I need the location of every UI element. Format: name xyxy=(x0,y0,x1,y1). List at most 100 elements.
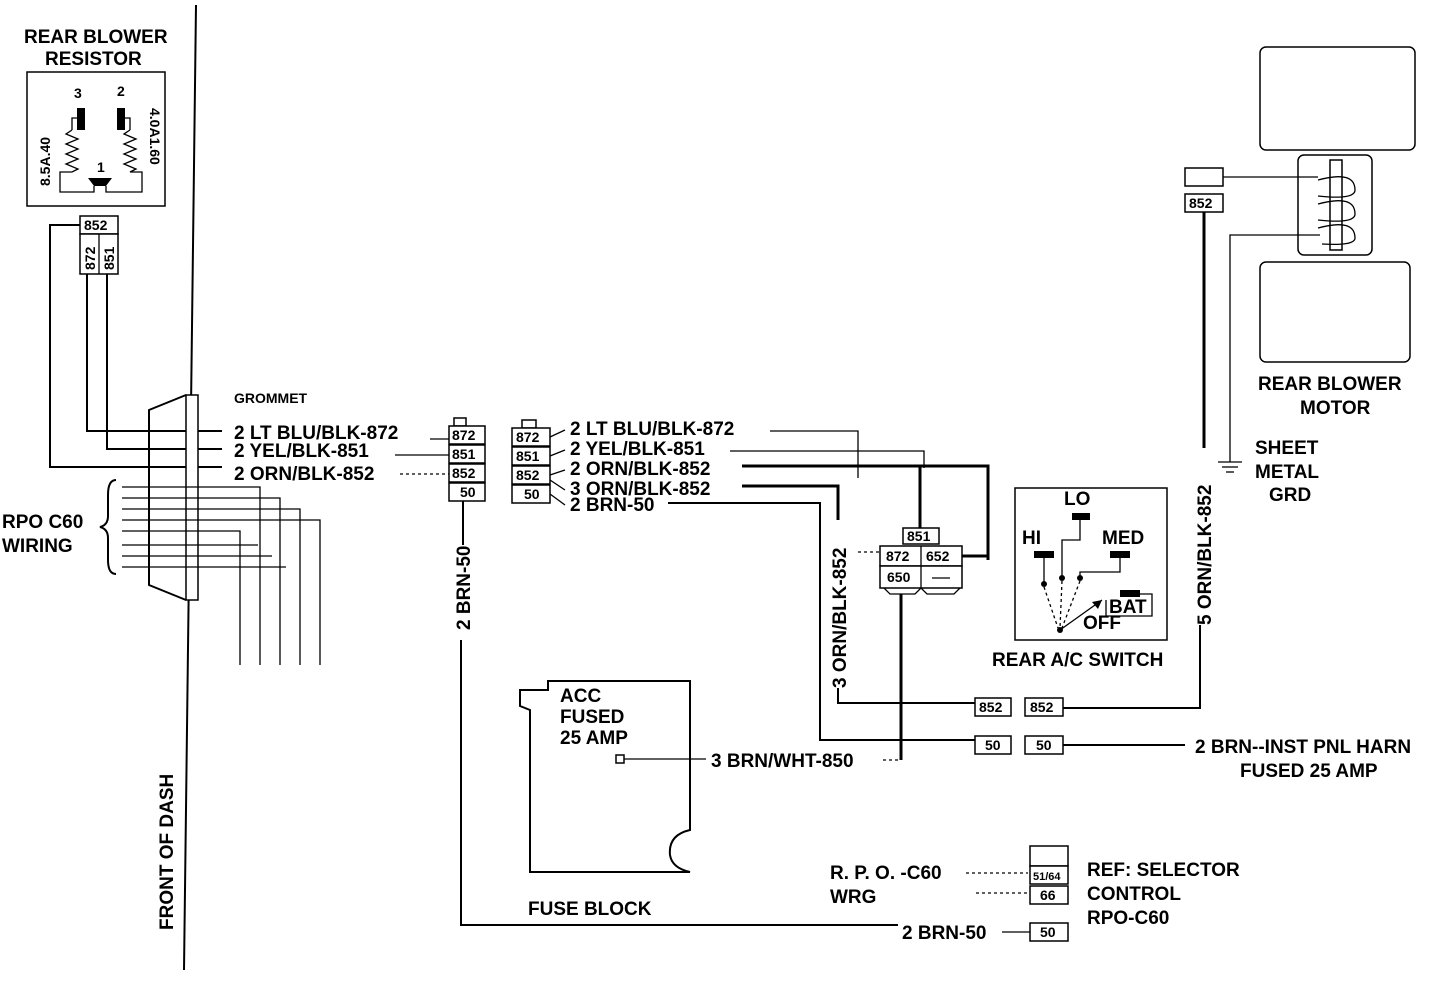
wire-852-right xyxy=(742,464,990,560)
left-connector-tab xyxy=(453,417,467,427)
right-wire-label-851: 2 YEL/BLK-851 xyxy=(570,439,705,460)
switch-pole-lo xyxy=(1059,575,1065,581)
fuse-feed-wire-label: 3 BRN/WHT-850 xyxy=(711,751,854,772)
switch-lo-lead xyxy=(1061,520,1081,578)
fuse-label-2: FUSED xyxy=(560,707,624,728)
motor-ground-wire xyxy=(1229,234,1320,462)
selector-conn-5164 xyxy=(1029,865,1069,885)
resistor-right-coil xyxy=(105,129,143,193)
motor-shaft xyxy=(1329,159,1343,251)
switch-pole-hi xyxy=(1041,581,1047,587)
left-conn-872-label: 872 xyxy=(452,427,476,443)
fuse-terminal xyxy=(615,754,625,764)
left-conn-872 xyxy=(448,425,486,445)
rpo-wire-4 xyxy=(122,519,321,665)
resistor-pin-1: 1 xyxy=(97,159,105,175)
wire-brn-50-right xyxy=(668,502,975,741)
right-wire-label-50: 2 BRN-50 xyxy=(570,495,654,516)
resistor-title-1: REAR BLOWER xyxy=(24,27,168,48)
motor-connector-852-label: 852 xyxy=(1189,195,1213,211)
fuse-block-label: FUSE BLOCK xyxy=(528,899,652,920)
wire-852-to-motor-bottom xyxy=(1063,625,1201,709)
block-851 xyxy=(902,527,940,545)
inst-panel-label-2: FUSED 25 AMP xyxy=(1240,761,1378,782)
right-lead-1 xyxy=(549,429,566,438)
right-conn-852-label: 852 xyxy=(516,467,540,483)
right-lead-5 xyxy=(549,493,566,506)
switch-bat-lead xyxy=(1105,593,1153,617)
resistor-left-rating: 8.5A.40 xyxy=(37,137,53,186)
right-conn-50-label: 50 xyxy=(524,486,540,502)
bottom-connectors: 852 852 50 50 xyxy=(974,697,1064,755)
block-851-label: 851 xyxy=(907,528,931,544)
front-of-dash-label: FRONT OF DASH xyxy=(157,774,178,930)
ground-label-1: SHEET xyxy=(1255,438,1319,459)
selector-ref-1: REF: SELECTOR xyxy=(1087,860,1240,881)
vertical-orn-3-label: 3 ORN/BLK-852 xyxy=(830,548,851,688)
switch-positions xyxy=(1043,580,1081,629)
rpo-wire-3 xyxy=(122,508,301,665)
switch-med-contact xyxy=(1110,551,1130,558)
bottom-conn-852-a xyxy=(974,697,1012,717)
resistor-terminal-1 xyxy=(88,178,112,186)
switch-hi-contact xyxy=(1034,551,1054,558)
fuse-label-1: ACC xyxy=(560,686,601,707)
right-connector-tab xyxy=(521,419,537,429)
resistor-connector: 852 872 851 xyxy=(79,215,119,275)
switch-med: MED xyxy=(1102,528,1144,549)
block-652-label: 652 xyxy=(926,548,950,564)
block-base xyxy=(883,587,961,595)
switch-title: REAR A/C SWITCH xyxy=(992,650,1163,671)
fuse-label-3: 25 AMP xyxy=(560,728,628,749)
switch-hi: HI xyxy=(1022,528,1041,549)
brn-vertical-label: 2 BRN-50 xyxy=(454,546,475,630)
resistor-terminal-2 xyxy=(117,108,125,130)
switch-pole-med xyxy=(1077,575,1083,581)
left-conn-852 xyxy=(448,463,486,483)
ground-label-2: METAL xyxy=(1255,462,1319,483)
fuse-block-outline xyxy=(519,680,691,873)
bottom-conn-852-a-label: 852 xyxy=(979,699,1003,715)
switch-box xyxy=(1014,487,1168,641)
resistor-right-lead xyxy=(121,117,131,130)
bottom-conn-50-b-label: 50 xyxy=(1036,737,1052,753)
left-conn-851 xyxy=(448,444,486,464)
bottom-conn-50-a xyxy=(974,735,1012,755)
selector-conn-top xyxy=(1029,845,1069,867)
left-conn-50-label: 50 xyxy=(460,484,476,500)
rpo-wire-1 xyxy=(122,486,261,665)
wire-851-left xyxy=(106,274,222,450)
wire-852-left xyxy=(49,224,222,468)
switch-lo-contact xyxy=(1072,513,1090,520)
rear-blower-motor xyxy=(1259,46,1416,363)
selector-ref-3: RPO-C60 xyxy=(1087,908,1169,929)
right-lead-2 xyxy=(549,449,566,457)
right-wire-label-852a: 2 ORN/BLK-852 xyxy=(570,459,710,480)
right-lead-4 xyxy=(549,479,566,491)
left-wire-label-851: 2 YEL/BLK-851 xyxy=(234,441,369,462)
inst-panel-label-1: 2 BRN--INST PNL HARN xyxy=(1195,737,1411,758)
selector-ref-2: CONTROL xyxy=(1087,884,1181,905)
left-wire-label-872: 2 LT BLU/BLK-872 xyxy=(234,423,398,444)
switch-bat: BAT xyxy=(1109,597,1147,618)
resistor-title-2: RESISTOR xyxy=(45,49,142,70)
rpo-wire-2 xyxy=(122,497,281,665)
selector-bottom-wire: 2 BRN-50 xyxy=(902,923,986,944)
resistor-pin-3: 3 xyxy=(74,85,82,101)
wire-872-left xyxy=(86,274,222,432)
switch-connector-block: 851 872 652 650 xyxy=(879,527,963,595)
rear-ac-switch: LO HI MED BAT OFF xyxy=(1014,487,1168,641)
left-conn-50 xyxy=(448,482,486,502)
motor-label-2: MOTOR xyxy=(1300,398,1371,419)
rpo-wire-5 xyxy=(122,530,241,665)
rpo-label-1: RPO C60 xyxy=(2,512,83,533)
resistor-body: 3 2 1 8.5A.40 4.0A1.60 xyxy=(26,71,166,207)
right-lead-3 xyxy=(549,469,566,476)
motor-coil xyxy=(1317,176,1356,246)
wire-851-right xyxy=(730,450,925,468)
resistor-left-coil xyxy=(59,129,95,193)
switch-bat-contact xyxy=(1120,590,1140,597)
wire-872-right xyxy=(770,430,859,478)
grommet-label: GROMMET xyxy=(234,390,308,406)
right-wire-label-852b: 3 ORN/BLK-852 xyxy=(570,479,710,500)
